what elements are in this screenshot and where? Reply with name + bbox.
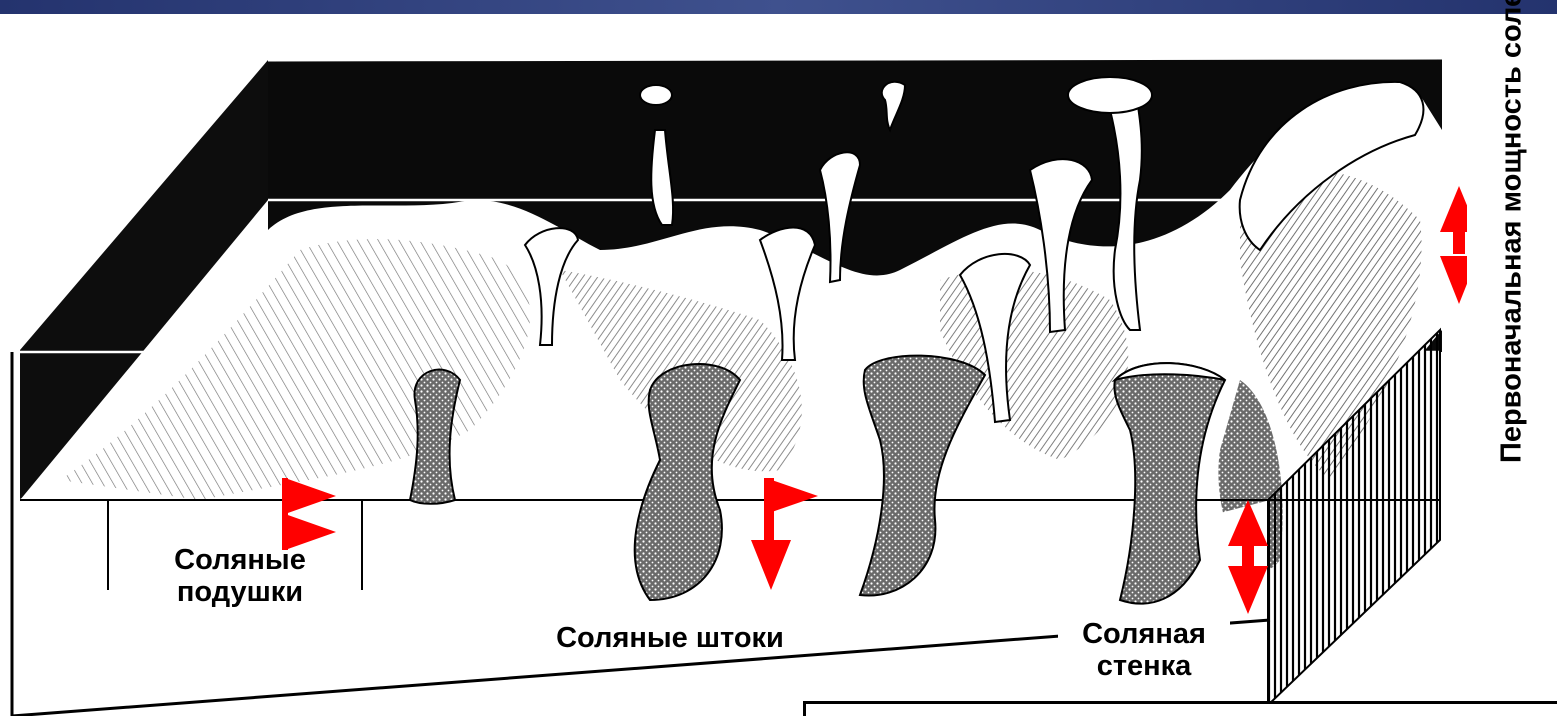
salt-pillows-label: Соляные подушки xyxy=(150,545,330,609)
salt-wall-label: Соляная стенка xyxy=(1058,617,1230,689)
bottom-panel xyxy=(803,701,1557,716)
salt-stocks-label: Соляные штоки xyxy=(520,623,820,655)
initial-thickness-label: Первоначальная мощность солей xyxy=(1496,0,1527,463)
